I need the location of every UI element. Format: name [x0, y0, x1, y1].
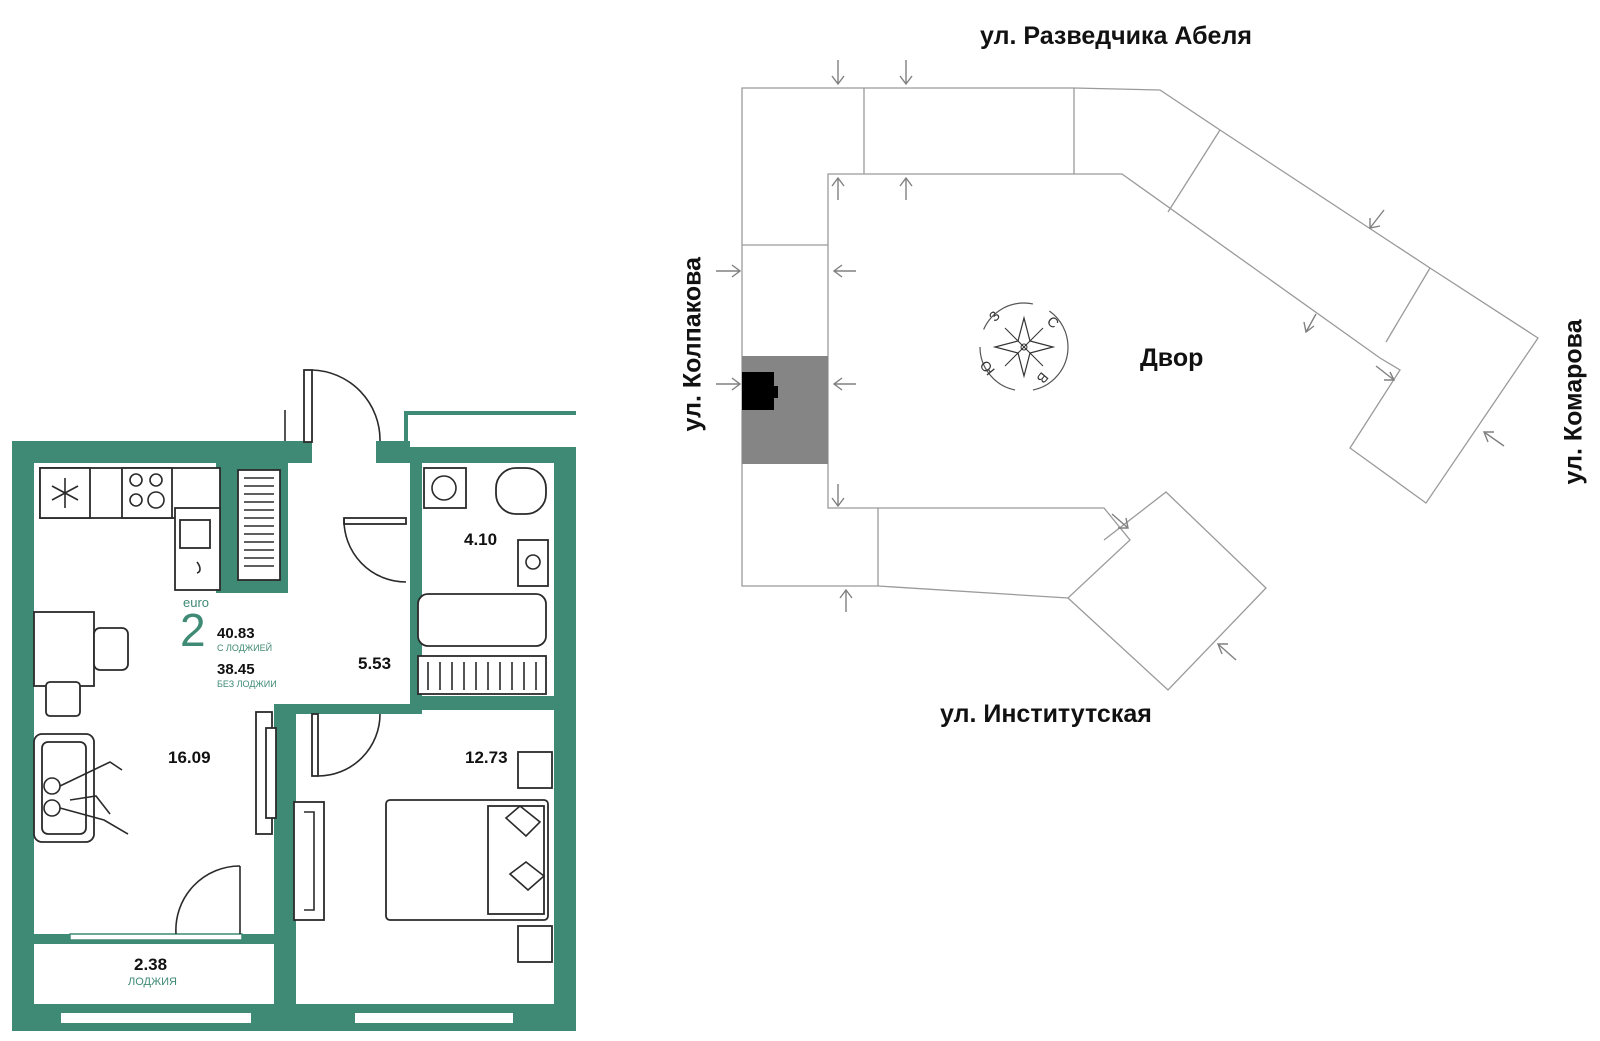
nightstands	[517, 751, 553, 963]
label-with-loggia: С ЛОДЖИЕЙ	[217, 643, 273, 653]
room-area-hall: 5.53	[358, 654, 392, 673]
kitchen-unit	[39, 467, 221, 591]
apartment-marker	[742, 372, 774, 410]
rooms-count: 2	[180, 604, 206, 656]
bathroom-fixtures	[417, 467, 549, 695]
dining-table	[33, 611, 129, 717]
courtyard-label: Двор	[1140, 344, 1204, 372]
bed	[385, 799, 549, 921]
hall-wardrobe	[293, 801, 325, 921]
street-bottom-label: ул. Институтская	[940, 700, 1152, 728]
apartment-class-label: euro	[183, 595, 210, 610]
total-area-with-loggia: 40.83	[217, 625, 255, 642]
room-area-loggia: 2.38	[134, 955, 168, 974]
compass-rose	[979, 302, 1069, 392]
bathroom-door	[343, 517, 407, 583]
street-right-label: ул. Комарова	[1559, 319, 1588, 485]
entrance-arrows	[716, 60, 1505, 661]
balcony-door	[175, 865, 241, 935]
room-area-living: 16.09	[168, 748, 211, 767]
tv-stand	[255, 711, 277, 835]
windows	[59, 411, 576, 1025]
label-without-loggia: БЕЗ ЛОДЖИИ	[217, 679, 277, 689]
bedroom-door	[311, 713, 381, 777]
loggia-label: ЛОДЖИЯ	[128, 976, 177, 988]
entrance-door	[284, 369, 381, 443]
street-left-label: ул. Колпакова	[678, 256, 707, 432]
total-area-without-loggia: 38.45	[217, 661, 255, 678]
building-outline	[741, 87, 1539, 691]
room-area-bathroom: 4.10	[464, 530, 498, 549]
room-area-bedroom: 12.73	[465, 748, 508, 767]
sofa	[33, 733, 129, 843]
radiator	[237, 469, 281, 581]
street-top-label: ул. Разведчика Абеля	[980, 22, 1252, 50]
